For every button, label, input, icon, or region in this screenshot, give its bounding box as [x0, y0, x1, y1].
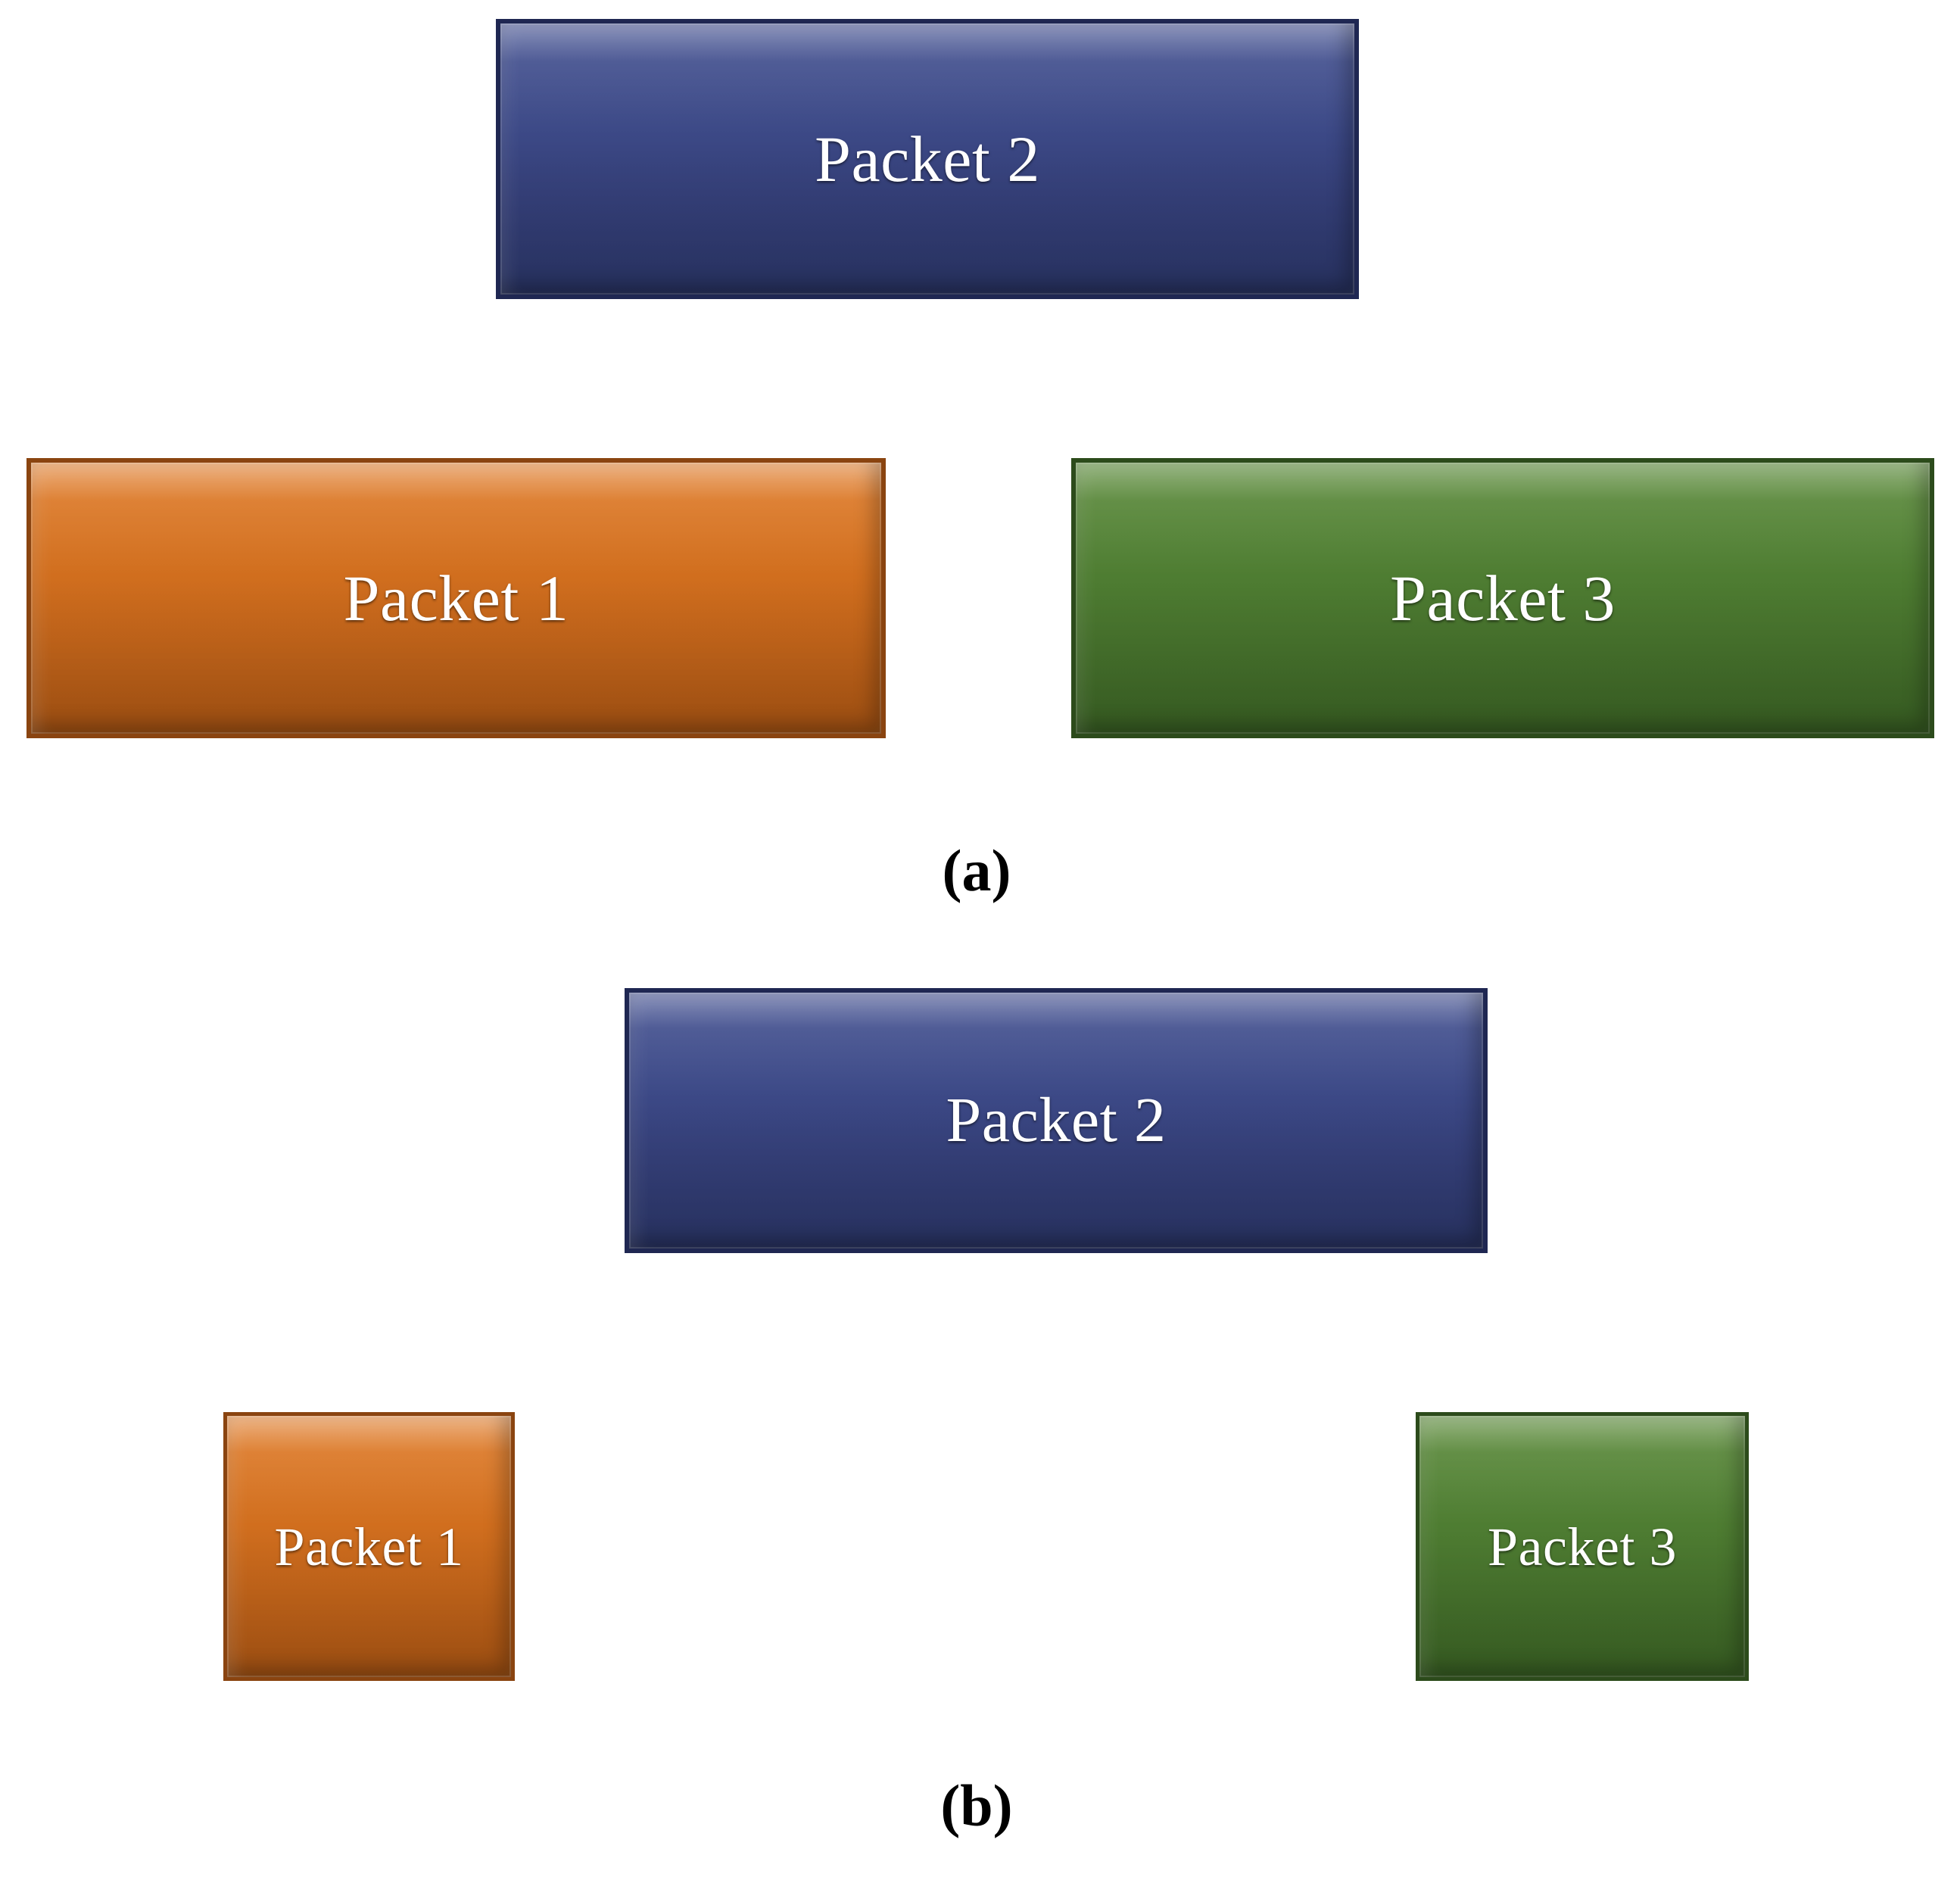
packet-box-b-packet2: Packet 2 — [625, 988, 1488, 1253]
packet-box-label: Packet 3 — [1488, 1516, 1677, 1577]
packet-box-b-packet3: Packet 3 — [1416, 1412, 1749, 1681]
packet-box-label: Packet 1 — [343, 562, 569, 635]
packet-box-b-packet1: Packet 1 — [223, 1412, 515, 1681]
panel-caption-b: (b) — [940, 1773, 1013, 1838]
packet-box-label: Packet 2 — [815, 123, 1040, 195]
packet-box-label: Packet 2 — [946, 1085, 1167, 1155]
packet-box-label: Packet 3 — [1390, 562, 1616, 635]
packet-box-a-packet3: Packet 3 — [1071, 458, 1934, 738]
packet-box-a-packet1: Packet 1 — [26, 458, 886, 738]
panel-caption-a: (a) — [942, 837, 1011, 903]
packet-box-a-packet2: Packet 2 — [496, 19, 1359, 299]
packet-box-label: Packet 1 — [274, 1516, 464, 1577]
